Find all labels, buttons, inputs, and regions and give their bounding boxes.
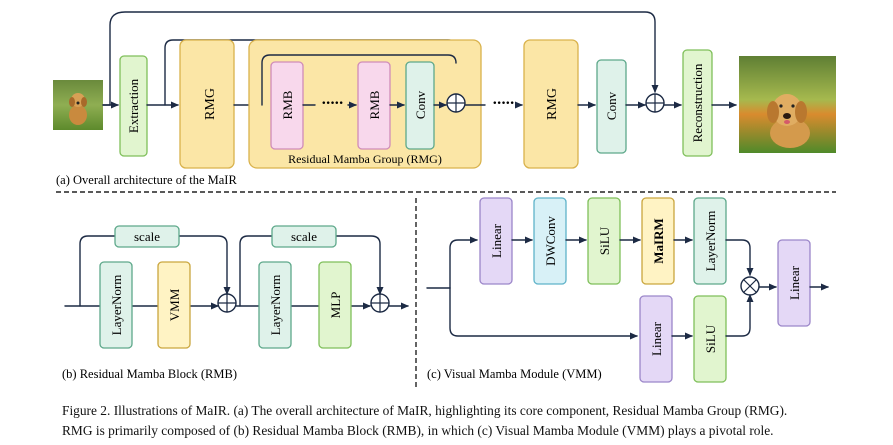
panel-c: Linear DWConv SiLU MaIRM LayerNorm Linea… — [426, 197, 829, 383]
layernorm-label-b1: LayerNorm — [109, 275, 124, 336]
multiply-node — [740, 276, 760, 296]
rmg-label-1: RMG — [203, 88, 218, 120]
scale-box-1 — [114, 225, 180, 248]
layernorm-label-b2: LayerNorm — [268, 275, 283, 336]
mairm-label: MaIRM — [651, 218, 666, 264]
layernorm-label-c: LayerNorm — [703, 211, 718, 272]
global-skip-line — [102, 11, 659, 106]
rmg-box-1 — [179, 39, 235, 169]
mlp-box — [318, 261, 352, 349]
vmm-label: VMM — [167, 288, 182, 321]
rmg-dots-outer: ····· — [492, 95, 514, 112]
scale-label-2: scale — [291, 229, 317, 244]
add-node-b2 — [370, 293, 390, 313]
layernorm-box-c — [693, 197, 727, 285]
dwconv-label: DWConv — [543, 216, 558, 266]
linear-box-out — [777, 239, 811, 327]
figure-caption-line-1: Figure 2. Illustrations of MaIR. (a) The… — [62, 403, 788, 418]
silu-label-c2: SiLU — [703, 324, 718, 353]
figure-caption: Figure 2. Illustrations of MaIR. (a) The… — [62, 401, 862, 441]
rmb-label-1: RMB — [280, 90, 295, 119]
panel-b-caption: (b) Residual Mamba Block (RMB) — [62, 367, 237, 381]
silu-label-c1: SiLU — [597, 226, 612, 255]
scale-box-2 — [271, 225, 337, 248]
layernorm-box-b1 — [99, 261, 133, 349]
silu-box-c1 — [587, 197, 621, 285]
input-dog-image — [53, 80, 103, 130]
dwconv-box — [533, 197, 567, 285]
rmg-group-label: Residual Mamba Group (RMG) — [288, 152, 442, 166]
linear-label-c2: Linear — [649, 321, 664, 356]
rmg-inner-skip-line — [261, 54, 457, 106]
add-node-b1 — [217, 293, 237, 313]
rmg-dots: ····· — [321, 95, 343, 112]
linear-box-c1 — [479, 197, 513, 285]
linear-label-c1: Linear — [489, 223, 504, 258]
reconstruction-box — [682, 49, 713, 157]
extraction-box — [119, 55, 148, 157]
extraction-label: Extraction — [126, 78, 141, 133]
linear-box-c2 — [639, 295, 673, 383]
conv-label-inner: Conv — [413, 90, 428, 119]
panel-c-caption: (c) Visual Mamba Module (VMM) — [427, 367, 602, 381]
add-node-rmg-inner — [446, 93, 466, 113]
figure-canvas: Extraction RMG Residual Mamba Group (RMG… — [53, 11, 836, 388]
vmm-box — [157, 261, 191, 349]
figure-caption-line-2: RMG is primarily composed of (b) Residua… — [62, 423, 774, 438]
reconstruction-label: Reconstruction — [690, 63, 705, 142]
silu-box-c2 — [693, 295, 727, 383]
panel-a: Extraction RMG Residual Mamba Group (RMG… — [53, 11, 836, 187]
layernorm-box-b2 — [258, 261, 292, 349]
mlp-label: MLP — [328, 292, 343, 319]
rmb-label-2: RMB — [367, 90, 382, 119]
scale-label-1: scale — [134, 229, 160, 244]
rmg-label-2: RMG — [545, 88, 560, 120]
panel-a-caption: (a) Overall architecture of the MaIR — [56, 173, 237, 187]
add-node-global — [645, 93, 665, 113]
mairm-box — [641, 197, 675, 285]
conv-box-outer — [596, 59, 627, 154]
rmg-box-2 — [523, 39, 579, 169]
output-dog-image — [739, 56, 836, 153]
linear-label-out: Linear — [787, 265, 802, 300]
conv-label-outer: Conv — [604, 91, 619, 120]
panel-b: scale LayerNorm VMM scale LayerNorm MLP … — [62, 225, 409, 381]
